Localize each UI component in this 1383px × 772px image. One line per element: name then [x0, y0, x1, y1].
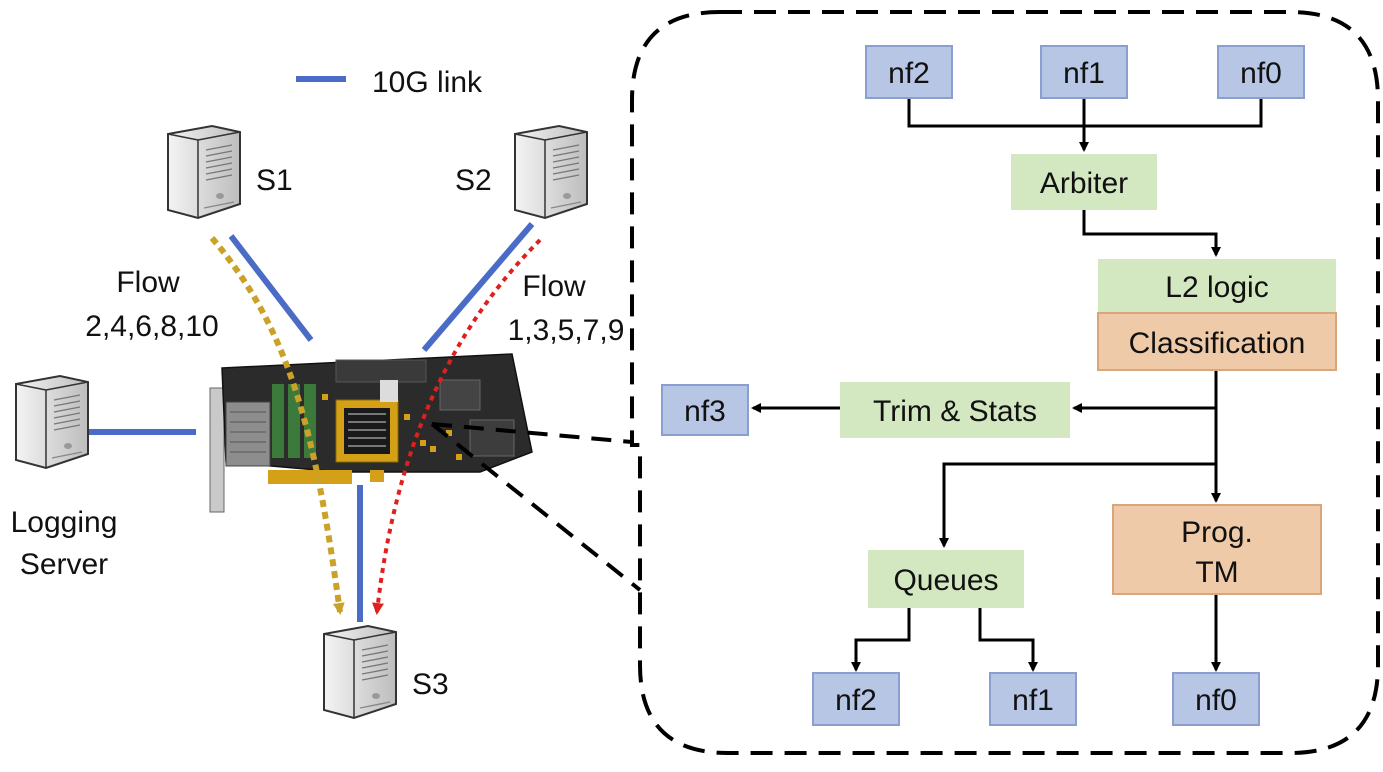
flow-right-arrow: [372, 238, 542, 615]
port-in-nf2: [865, 45, 953, 99]
connector-in-nf0: [1084, 98, 1263, 128]
host-label-s3: S3: [412, 668, 449, 701]
connector-queues-nf2: [851, 608, 911, 672]
server-logging-icon: [15, 375, 89, 469]
host-label-s1: S1: [256, 164, 293, 197]
server-s1-icon: [167, 125, 241, 219]
port-in-nf2-label: nf2: [888, 57, 930, 90]
classification-label: Classification: [1129, 327, 1306, 360]
port-out-nf2-label: nf2: [835, 684, 877, 717]
prog-tm-label-2: TM: [1195, 556, 1238, 589]
port-out-nf1-label: nf1: [1012, 684, 1054, 717]
link-s2: [421, 222, 535, 352]
zoom-line-top: [431, 422, 633, 444]
l2-logic-label: L2 logic: [1165, 271, 1268, 304]
legend-label: 10G link: [372, 66, 483, 99]
trim-stats-block: [840, 382, 1070, 438]
port-in-nf1-label: nf1: [1063, 57, 1105, 90]
trim-stats-label: Trim & Stats: [873, 395, 1037, 428]
port-out-nf0-label: nf0: [1195, 684, 1237, 717]
host-label-s2: S2: [455, 164, 492, 197]
fpga-board-icon: [209, 353, 533, 513]
flow-left-title: Flow: [116, 266, 180, 299]
port-out-nf1: [989, 672, 1077, 726]
connector-arbiter-l2: [1082, 210, 1221, 257]
port-nf3: [661, 384, 749, 436]
port-out-nf2: [812, 672, 900, 726]
server-s2-icon: [514, 125, 588, 219]
host-label-logging-1: Logging: [11, 506, 118, 539]
flow-left-ids: 2,4,6,8,10: [85, 310, 218, 343]
connector-queues-nf1: [978, 608, 1038, 672]
flow-right-ids: 1,3,5,7,9: [508, 314, 625, 347]
queues-label: Queues: [893, 564, 998, 597]
port-in-nf0: [1217, 45, 1305, 99]
queues-block: [868, 550, 1024, 608]
port-nf3-label: nf3: [684, 395, 726, 428]
connector-in-nf2: [907, 98, 1084, 128]
port-in-nf1: [1040, 45, 1128, 99]
prog-tm-block: [1112, 504, 1322, 595]
l2-logic-block: [1098, 259, 1336, 313]
port-out-nf0: [1172, 672, 1260, 726]
flow-right-title: Flow: [522, 270, 586, 303]
host-label-logging-2: Server: [20, 548, 108, 581]
prog-tm-label-1: Prog.: [1181, 516, 1253, 549]
pipeline-boundary: [630, 10, 1380, 755]
zoom-line-bottom: [430, 422, 642, 592]
arbiter-label: Arbiter: [1040, 167, 1128, 200]
server-s3-icon: [323, 625, 397, 719]
connector-to-queues: [939, 462, 1216, 548]
link-s1: [228, 234, 314, 342]
port-in-nf0-label: nf0: [1240, 57, 1282, 90]
classification-block: [1097, 312, 1337, 371]
arbiter-block: [1011, 154, 1157, 210]
